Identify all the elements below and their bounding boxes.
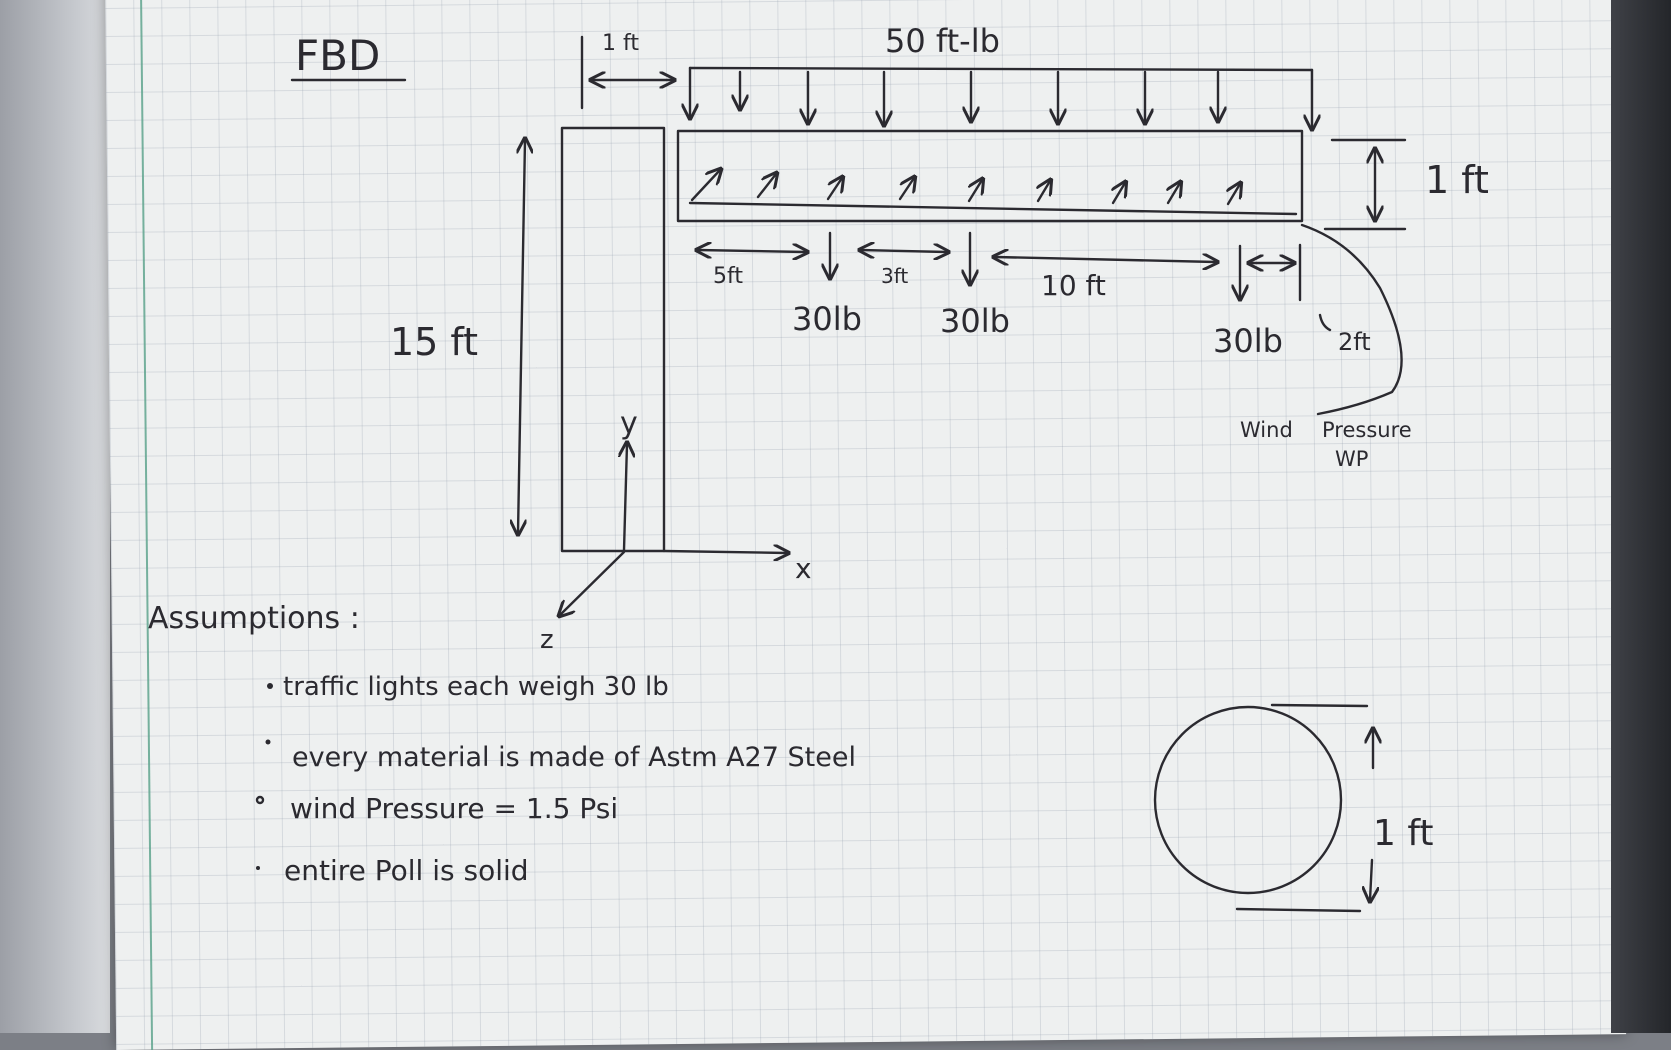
wind-pressure-leader xyxy=(1300,223,1403,416)
distributed-load-top-line xyxy=(688,66,1314,72)
horizontal-arm xyxy=(676,129,1304,223)
arm-bottom-inner-line xyxy=(688,201,1298,216)
distributed-load-label: 50 ft-lb xyxy=(885,22,1000,60)
wind-arrow xyxy=(1168,183,1180,205)
bullet xyxy=(267,683,273,689)
seg3-arrow xyxy=(995,257,1216,262)
z-axis-label: z xyxy=(540,625,554,655)
section-diameter-arrow-down xyxy=(1370,858,1372,900)
light3-weight: 30lb xyxy=(1213,322,1283,360)
fbd-title: FBD xyxy=(295,31,380,80)
distributed-load-arrows xyxy=(740,70,1218,124)
pole xyxy=(560,126,666,553)
wind-arrow xyxy=(898,178,914,201)
assumption-item: every material is made of Astm A27 Steel xyxy=(292,742,856,773)
seg3-label: 10 ft xyxy=(1041,269,1106,302)
wind-label: Wind xyxy=(1240,418,1293,442)
seg4-label: 2ft xyxy=(1338,328,1371,356)
section-diameter-label: 1 ft xyxy=(1373,813,1434,854)
table-background xyxy=(0,0,110,1033)
seg1-label: 5ft xyxy=(713,264,743,289)
seg2-arrow xyxy=(861,250,947,252)
light1-weight: 30lb xyxy=(792,300,862,338)
wind-arrow xyxy=(690,170,720,202)
assumptions-heading: Assumptions : xyxy=(148,601,360,636)
wind-arrow xyxy=(1228,184,1240,206)
x-axis xyxy=(662,551,787,553)
paper-edge-shadow xyxy=(1611,0,1671,1033)
wind-arrow xyxy=(826,178,842,201)
wind-arrow xyxy=(969,180,982,203)
wind-arrow xyxy=(1113,183,1125,205)
y-axis-label: y xyxy=(620,406,638,441)
assumptions-list: traffic lights each weigh 30 lb every ma… xyxy=(255,672,856,887)
light2-weight: 30lb xyxy=(940,302,1010,340)
x-axis-label: x xyxy=(795,552,812,585)
arm-height-label: 1 ft xyxy=(1425,158,1489,202)
y-axis xyxy=(624,444,627,552)
assumption-item: wind Pressure = 1.5 Psi xyxy=(290,792,618,825)
pole-cross-section xyxy=(1153,705,1343,895)
seg1-arrow xyxy=(698,250,806,252)
seg4-leader xyxy=(1318,313,1332,332)
section-tick-bottom xyxy=(1235,907,1362,913)
wind-pressure-label: Pressure xyxy=(1322,418,1412,442)
wind-symbol: WP xyxy=(1335,447,1368,471)
pole-height-arrow xyxy=(518,140,525,533)
z-axis xyxy=(560,550,626,615)
bullet xyxy=(265,739,271,745)
bullet xyxy=(255,795,265,805)
pole-height-label: 15 ft xyxy=(390,320,478,364)
wind-arrow xyxy=(756,174,776,199)
seg2-label: 3ft xyxy=(881,264,908,288)
section-tick-top xyxy=(1270,703,1369,708)
wind-arrow xyxy=(1038,181,1050,203)
assumption-item: entire Poll is solid xyxy=(284,854,529,887)
assumption-item: traffic lights each weigh 30 lb xyxy=(283,672,669,702)
wind-arrows xyxy=(690,170,1240,206)
dim-1ft-label: 1 ft xyxy=(602,31,639,56)
bullet xyxy=(256,866,260,870)
